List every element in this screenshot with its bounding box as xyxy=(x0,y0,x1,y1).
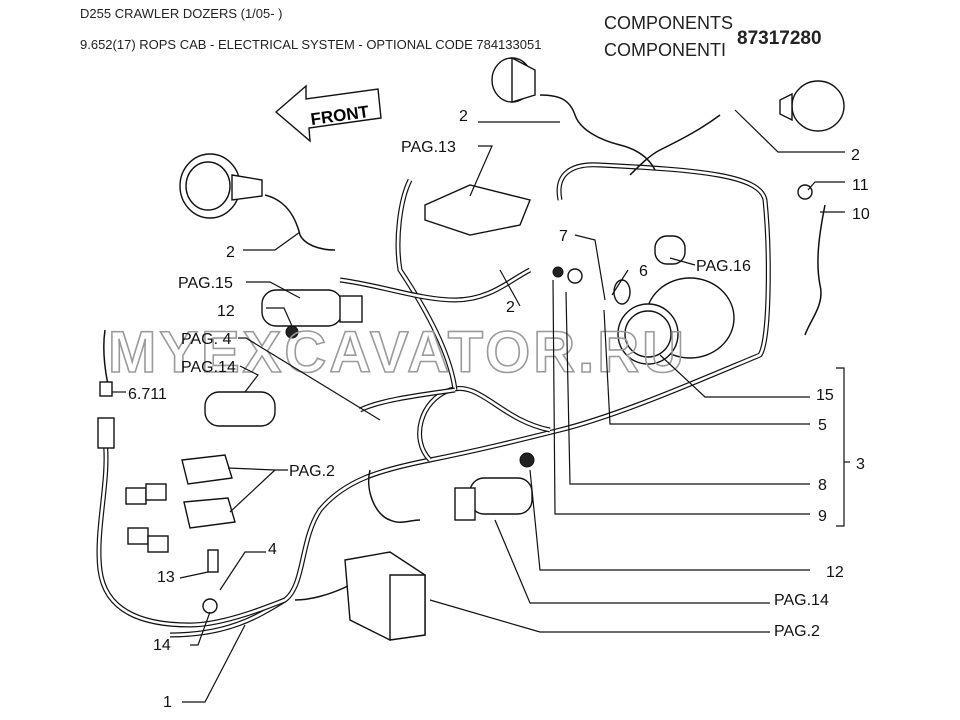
section-title: 9.652(17) ROPS CAB - ELECTRICAL SYSTEM -… xyxy=(80,37,542,52)
motor-pag14-left xyxy=(204,391,276,427)
callout-2-left: 2 xyxy=(226,244,235,261)
callout-10: 10 xyxy=(852,206,870,223)
motor-pag16 xyxy=(654,235,686,265)
watermark: MYEXCAVATOR.RU xyxy=(108,320,687,385)
componenti-label: COMPONENTI xyxy=(604,40,727,60)
callout-6: 6 xyxy=(639,263,648,280)
callout-pag2-bottom: PAG.2 xyxy=(774,623,820,640)
main-harness xyxy=(96,162,771,638)
work-light-top xyxy=(491,56,536,103)
callout-pag14-top: PAG.14 xyxy=(181,359,236,376)
callout-4: 4 xyxy=(268,541,277,558)
callout-2-right: 2 xyxy=(851,147,860,164)
switch-group xyxy=(181,454,236,529)
components-label: COMPONENTS xyxy=(604,13,734,33)
callout-pag13: PAG.13 xyxy=(401,139,456,156)
callout-pag15: PAG.15 xyxy=(178,275,233,292)
callout-13: 13 xyxy=(157,569,175,586)
connectors-left xyxy=(97,381,169,553)
part-number: 87317280 xyxy=(737,28,822,49)
callout-pag14-bottom: PAG.14 xyxy=(774,592,829,609)
callout-12-top: 12 xyxy=(217,303,235,320)
front-arrow: FRONT xyxy=(274,84,382,143)
callout-pag2-mid: PAG.2 xyxy=(289,463,335,480)
callout-12-bottom: 12 xyxy=(826,564,844,581)
callout-pag4: PAG. 4 xyxy=(181,331,231,348)
branch-wires xyxy=(103,94,826,601)
callout-6711: 6.711 xyxy=(128,386,167,403)
callout-2-top: 2 xyxy=(459,108,468,125)
motor-pag15 xyxy=(261,289,363,327)
callout-pag16: PAG.16 xyxy=(696,258,751,275)
relay-pag13 xyxy=(424,184,531,236)
callout-2-mid: 2 xyxy=(506,299,515,316)
fuse-box-pag2 xyxy=(344,551,426,641)
work-light-left xyxy=(179,153,263,219)
callout-labels: 2 2 2 2 PAG.13 PAG.16 11 10 7 6 PAG.15 1… xyxy=(128,108,870,711)
callout-15: 15 xyxy=(816,387,834,404)
callout-5: 5 xyxy=(818,417,827,434)
callout-9: 9 xyxy=(818,508,827,525)
callout-11: 11 xyxy=(852,177,869,194)
callout-8: 8 xyxy=(818,477,827,494)
callout-7: 7 xyxy=(559,228,568,245)
callout-1: 1 xyxy=(163,694,172,711)
work-light-right xyxy=(779,80,845,132)
callout-14: 14 xyxy=(153,637,171,654)
callout-3: 3 xyxy=(856,456,865,473)
leader-lines xyxy=(112,109,850,703)
motor-pag14-bottom xyxy=(454,477,533,521)
beacon-lamp xyxy=(617,277,735,365)
model-title: D255 CRAWLER DOZERS (1/05- ) xyxy=(80,6,283,21)
